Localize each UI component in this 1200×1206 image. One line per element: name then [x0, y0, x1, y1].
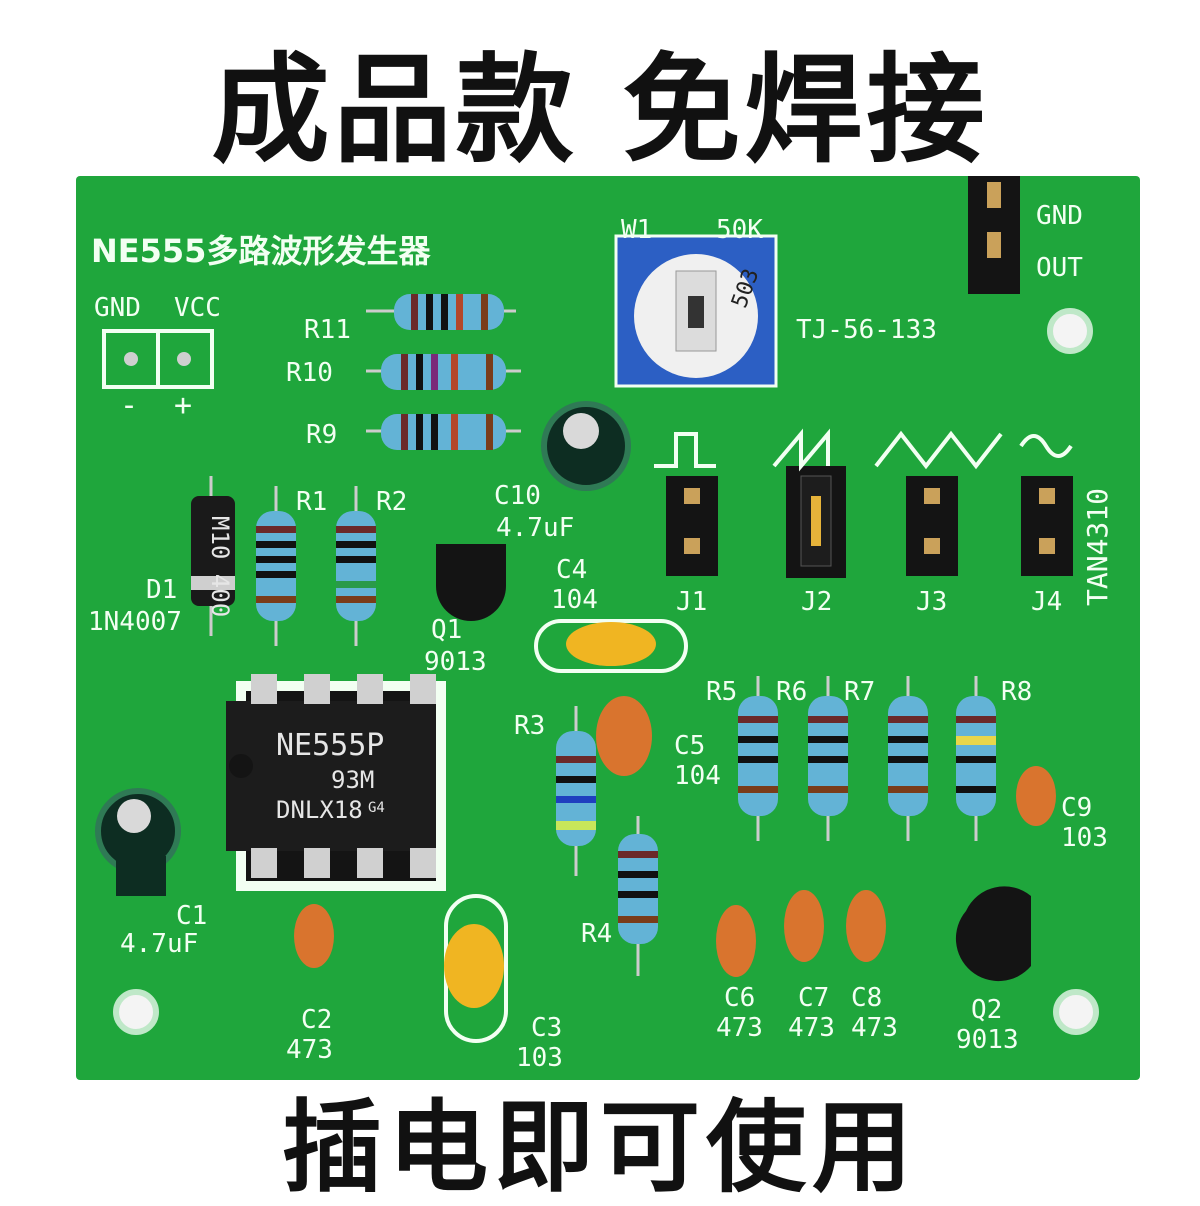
- mounting-hole: [113, 989, 159, 1035]
- bottom-banner-text: 插电即可使用: [282, 1089, 918, 1206]
- ne555-ic: [226, 674, 446, 891]
- capacitor-c2-value: 473: [286, 1035, 333, 1065]
- resistor-r9-label: R9: [306, 420, 338, 450]
- output-out-label: OUT: [1036, 253, 1083, 283]
- capacitor-c7-value: 473: [788, 1013, 835, 1043]
- capacitor-c8: [846, 890, 886, 962]
- capacitor-c9: [1016, 766, 1056, 826]
- capacitor-c2-ref: C2: [301, 1005, 333, 1035]
- capacitor-c3-ref: C3: [531, 1013, 563, 1043]
- board-title: NE555多路波形发生器: [91, 232, 431, 270]
- jumper-j2-label: J2: [801, 587, 833, 617]
- capacitor-c6-ref: C6: [724, 983, 756, 1013]
- transistor-q2-value: 9013: [956, 1025, 1019, 1055]
- capacitor-c1-value: 4.7uF: [120, 929, 199, 959]
- ic-marking-suffix: G4: [368, 800, 385, 816]
- capacitor-c9-ref: C9: [1061, 793, 1093, 823]
- resistor-r9: [366, 414, 521, 450]
- resistor-r5: [738, 676, 778, 841]
- capacitor-c10-value: 4.7uF: [496, 513, 575, 543]
- capacitor-c8-value: 473: [851, 1013, 898, 1043]
- pcb-artwork: [95, 176, 1099, 1043]
- jumper-j3[interactable]: [906, 476, 958, 576]
- sine-wave-icon: [1019, 434, 1073, 458]
- capacitor-c10-ref: C10: [494, 481, 541, 511]
- transistor-q2: [955, 886, 1031, 982]
- capacitor-c4-ref: C4: [556, 555, 588, 585]
- triangle-wave-icon: [874, 430, 1003, 470]
- capacitor-c4: [566, 622, 656, 666]
- potentiometer[interactable]: [614, 234, 778, 388]
- resistor-r8-label: R8: [1001, 677, 1033, 707]
- pot-ref-label: W1: [621, 215, 653, 245]
- capacitor-c7: [784, 890, 824, 962]
- pcb-board: NE555多路波形发生器 GND VCC - + GND OUT W1 50K …: [76, 176, 1140, 1080]
- resistor-r2: [336, 486, 376, 646]
- resistor-r3-label: R3: [514, 711, 546, 741]
- transistor-q2-ref: Q2: [971, 995, 1003, 1025]
- transistor-q1-value: 9013: [424, 647, 487, 677]
- power-vcc-label: VCC: [174, 293, 221, 323]
- jumper-j4[interactable]: [1021, 476, 1073, 576]
- capacitor-c4-value: 104: [551, 585, 598, 615]
- jumper-j3-label: J3: [916, 587, 948, 617]
- output-gnd-label: GND: [1036, 201, 1083, 231]
- capacitor-c5-ref: C5: [674, 731, 706, 761]
- sawtooth-wave-icon: [772, 428, 830, 472]
- capacitor-c1-ref: C1: [176, 901, 208, 931]
- output-header[interactable]: [968, 176, 1020, 294]
- ic-marking-line1: NE555P: [276, 728, 385, 763]
- resistor-r2-label: R2: [376, 487, 408, 517]
- resistor-r4-label: R4: [581, 919, 613, 949]
- resistor-r4: [618, 816, 658, 976]
- diode-ref-label: D1: [146, 575, 178, 605]
- jumper-j1-label: J1: [676, 587, 708, 617]
- diode-marking: M10 400: [206, 516, 234, 618]
- resistor-r6: [808, 676, 848, 841]
- capacitor-c3-value: 103: [516, 1043, 563, 1073]
- capacitor-c3: [444, 924, 504, 1008]
- pot-value-label: 50K: [716, 215, 763, 245]
- transistor-q1-ref: Q1: [431, 615, 463, 645]
- pot-part-label: TJ-56-133: [796, 315, 937, 345]
- resistor-r3: [556, 706, 596, 876]
- diode-d1: [191, 476, 235, 636]
- resistor-r8: [956, 676, 996, 841]
- resistor-r1-label: R1: [296, 487, 328, 517]
- resistor-r6-label: R6: [776, 677, 808, 707]
- capacitor-c2: [294, 904, 334, 968]
- top-banner-text: 成品款 免焊接: [211, 41, 989, 179]
- resistor-r10: [366, 354, 521, 390]
- power-minus-label: -: [120, 388, 139, 423]
- power-gnd-label: GND: [94, 293, 141, 323]
- mounting-hole: [1053, 989, 1099, 1035]
- square-wave-icon: [654, 432, 716, 468]
- diode-value-label: 1N4007: [88, 607, 182, 637]
- capacitor-c9-value: 103: [1061, 823, 1108, 853]
- resistor-r7-label: R7: [844, 677, 876, 707]
- resistor-r5-label: R5: [706, 677, 738, 707]
- jumper-j1[interactable]: [666, 476, 718, 576]
- ic-marking-line2: 93M: [331, 766, 375, 794]
- mounting-hole: [1047, 308, 1093, 354]
- transistor-q1: [436, 544, 506, 621]
- resistor-r10-label: R10: [286, 358, 333, 388]
- capacitor-c6: [716, 905, 756, 977]
- capacitor-c7-ref: C7: [798, 983, 830, 1013]
- capacitor-c6-value: 473: [716, 1013, 763, 1043]
- capacitor-c8-ref: C8: [851, 983, 883, 1013]
- capacitor-c1: [95, 788, 181, 896]
- ic-marking-line3: DNLX18: [276, 796, 363, 824]
- resistor-r1: [256, 486, 296, 646]
- capacitor-c5: [596, 696, 652, 776]
- resistor-r11-label: R11: [304, 315, 351, 345]
- power-plus-label: +: [174, 388, 193, 423]
- resistor-r11: [366, 294, 516, 330]
- capacitor-c5-value: 104: [674, 761, 721, 791]
- jumper-j4-label: J4: [1031, 587, 1063, 617]
- jumper-j2[interactable]: [786, 466, 846, 578]
- capacitor-c10: [541, 401, 631, 491]
- resistor-r7: [888, 676, 928, 841]
- board-code: TAN4310: [1081, 487, 1114, 606]
